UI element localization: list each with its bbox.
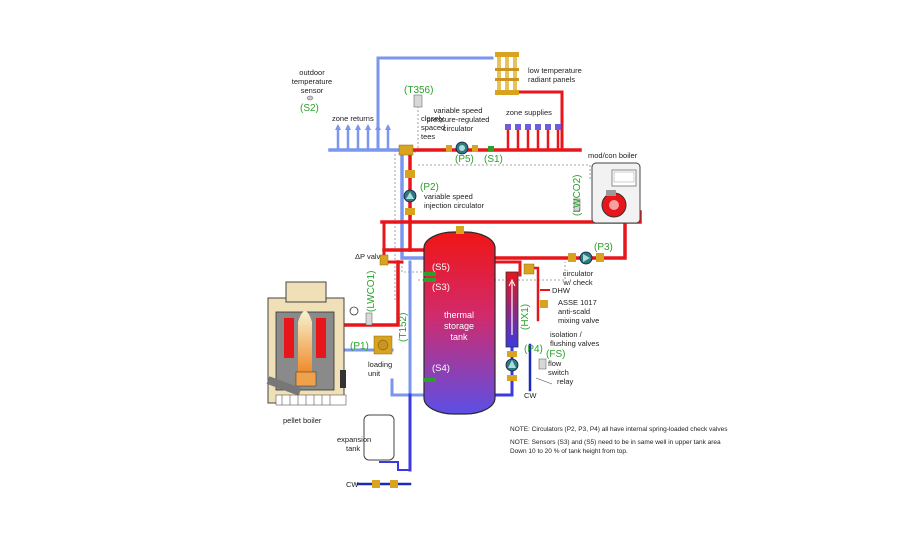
svg-text:mod/con boiler: mod/con boiler <box>588 151 638 160</box>
svg-text:(FS): (FS) <box>546 349 565 360</box>
svg-text:variable speed: variable speed <box>424 192 473 201</box>
svg-text:pressure-regulated: pressure-regulated <box>427 115 490 124</box>
sensor-s1: (S1) <box>484 146 503 165</box>
boiler-return-pipe <box>493 210 627 260</box>
pellet-boiler: pellet boiler <box>266 281 347 425</box>
tag-p5: (P5) <box>455 154 474 165</box>
svg-text:switch: switch <box>548 368 569 377</box>
svg-text:radiant panels: radiant panels <box>528 75 575 84</box>
svg-text:ΔP valve: ΔP valve <box>355 252 384 261</box>
svg-text:zone returns: zone returns <box>332 114 374 123</box>
tag-p2: (P2) <box>420 182 439 193</box>
thermal-storage-tank: thermal storage tank (S5) (S3) (S4) <box>423 226 496 415</box>
svg-text:(LWCO2): (LWCO2) <box>572 175 583 216</box>
svg-text:w/ check: w/ check <box>562 278 592 287</box>
svg-text:relay: relay <box>557 377 574 386</box>
injection-return-pipe <box>400 148 426 260</box>
circulator-p4: (P4) <box>505 344 543 381</box>
svg-text:DHW: DHW <box>552 286 571 295</box>
svg-text:loading: loading <box>368 360 392 369</box>
radiant-supply-pipe <box>516 90 564 150</box>
circulator-p3: (P3) circulator w/ check <box>562 242 613 287</box>
circulator-p2: (P2) variable speed injection circulator <box>403 170 485 215</box>
svg-text:mixing valve: mixing valve <box>558 316 599 325</box>
svg-text:NOTE: Sensors (S3) and (S5) n: NOTE: Sensors (S3) and (S5) need to be i… <box>510 439 721 446</box>
zone-returns: zone returns <box>332 114 391 150</box>
svg-text:flushing valves: flushing valves <box>550 339 599 348</box>
svg-text:NOTE: Circulators (P2, P3, P4: NOTE: Circulators (P2, P3, P4) all have … <box>510 426 728 433</box>
outdoor-sensor: outdoor temperature sensor (S2) <box>292 68 332 114</box>
svg-text:ASSE 1017: ASSE 1017 <box>558 298 597 307</box>
svg-text:anti-scald: anti-scald <box>558 307 590 316</box>
tag-p4: (P4) <box>524 344 543 355</box>
expansion-tank-line <box>379 461 411 471</box>
svg-text:closely: closely <box>421 114 444 123</box>
notes: NOTE: Circulators (P2, P3, P4) all have … <box>510 426 728 455</box>
svg-text:temperature: temperature <box>292 77 332 86</box>
svg-text:(T152): (T152) <box>398 313 409 342</box>
svg-text:tank: tank <box>450 332 468 342</box>
svg-text:unit: unit <box>368 369 381 378</box>
loading-unit: (P1) loading unit <box>350 335 393 378</box>
svg-text:outdoor: outdoor <box>299 68 325 77</box>
radiant-return-pipe <box>376 56 494 152</box>
svg-text:storage: storage <box>444 321 474 331</box>
svg-text:pellet boiler: pellet boiler <box>283 416 322 425</box>
flow-switch: (FS) flow switch relay CW <box>524 349 574 400</box>
tag-s4: (S4) <box>432 363 450 374</box>
lwco1: (LWCO1) <box>349 271 377 326</box>
svg-text:tees: tees <box>421 132 435 141</box>
svg-text:thermal: thermal <box>444 310 474 320</box>
svg-text:(T356): (T356) <box>404 85 433 96</box>
svg-text:sensor: sensor <box>301 86 324 95</box>
tag-s5: (S5) <box>432 262 450 273</box>
svg-text:low temperature: low temperature <box>528 66 582 75</box>
mod-con-boiler: mod/con boiler (LWCO2) <box>572 151 641 224</box>
tank-bottom-return <box>390 378 426 397</box>
svg-text:circulator: circulator <box>443 124 474 133</box>
dhw-heat-exchanger: (HX1) DHW ASSE 1017 anti-scald mixing va… <box>505 263 599 348</box>
svg-text:spaced: spaced <box>421 123 445 132</box>
svg-text:(S1): (S1) <box>484 154 503 165</box>
tag-s3: (S3) <box>432 282 450 293</box>
tag-p1: (P1) <box>350 341 369 352</box>
svg-text:circulator: circulator <box>563 269 594 278</box>
dhw-mix-pipe <box>528 266 540 322</box>
expansion-tank: expansion tank CW <box>337 414 398 489</box>
svg-text:(LWCO1): (LWCO1) <box>366 271 377 312</box>
svg-text:CW: CW <box>524 391 537 400</box>
svg-text:Down 10 to 20 % of tank height: Down 10 to 20 % of tank height from top. <box>510 448 628 455</box>
radiant-panels-manifold: low temperature radiant panels <box>495 52 582 95</box>
svg-text:isolation /: isolation / <box>550 330 583 339</box>
closely-spaced-tees: closely spaced tees <box>398 114 445 156</box>
pellet-supply-pipe <box>338 260 400 327</box>
svg-text:zone supplies: zone supplies <box>506 108 552 117</box>
tag-p3: (P3) <box>594 242 613 253</box>
zone-supplies: zone supplies <box>505 108 561 150</box>
svg-text:CW: CW <box>346 480 359 489</box>
svg-text:(HX1): (HX1) <box>520 304 531 330</box>
dhw-hot-pipe <box>493 260 522 277</box>
svg-text:injection circulator: injection circulator <box>424 201 485 210</box>
svg-text:expansion: expansion <box>337 435 371 444</box>
tag-s2: (S2) <box>300 103 319 114</box>
t152-controller: (T152) <box>398 313 409 342</box>
svg-text:variable speed: variable speed <box>434 106 483 115</box>
t356-controller: (T356) <box>404 85 433 108</box>
circulator-p5: variable speed pressure-regulated circul… <box>427 106 490 165</box>
svg-text:tank: tank <box>346 444 360 453</box>
svg-text:flow: flow <box>548 359 562 368</box>
dp-valve: ΔP valve <box>355 252 389 266</box>
